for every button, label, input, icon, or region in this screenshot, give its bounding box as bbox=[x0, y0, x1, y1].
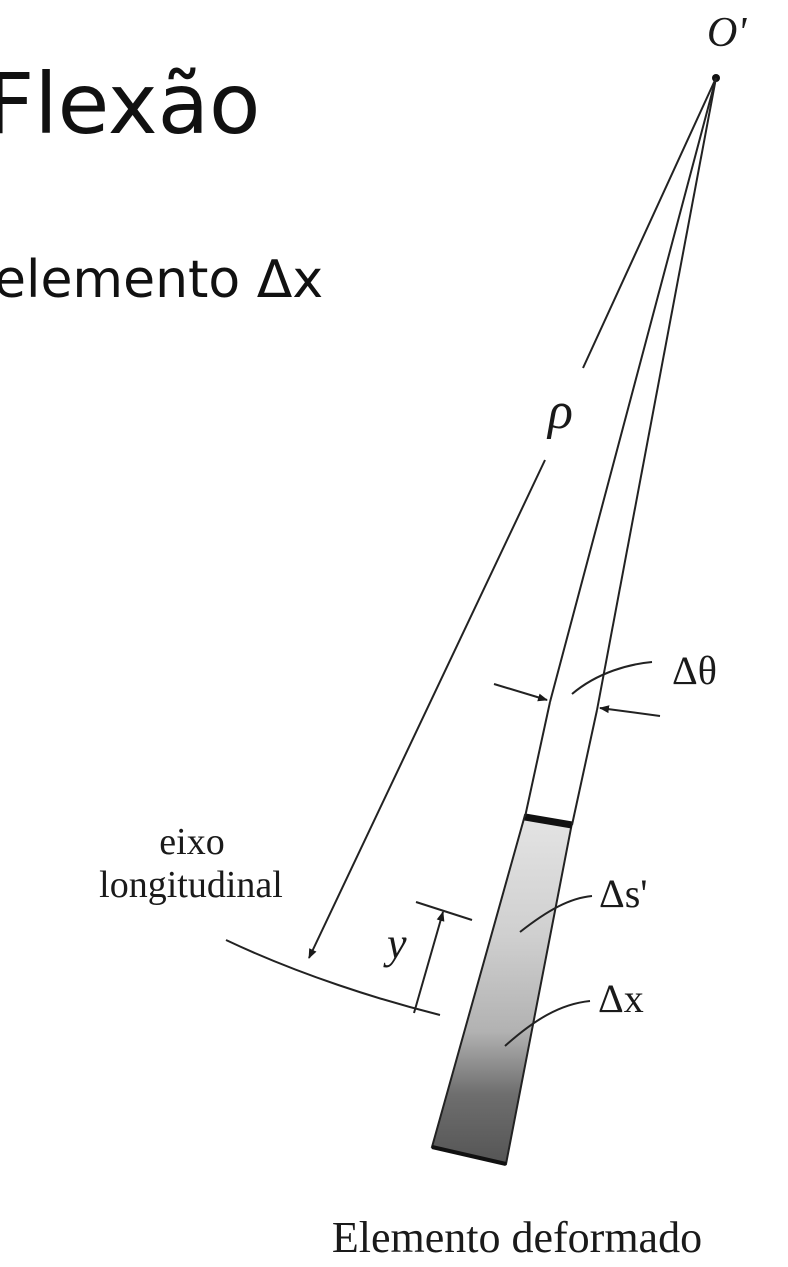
angle-arrow-left bbox=[493, 683, 548, 702]
dx-leader bbox=[504, 1000, 591, 1047]
y-dimension-arrow bbox=[413, 911, 445, 1014]
axis-label-line2: longitudinal bbox=[99, 864, 283, 906]
angle-arrow-right bbox=[599, 705, 661, 717]
angle-label: Δθ bbox=[672, 648, 717, 693]
longitudinal-axis-arc bbox=[225, 939, 441, 1016]
element-left-connector bbox=[524, 701, 551, 818]
slide-title: Flexão bbox=[0, 55, 261, 153]
slide-subtitle: elemento Δx bbox=[0, 250, 324, 310]
radius-label: ρ bbox=[546, 383, 573, 440]
element-bottom-edge bbox=[431, 1145, 507, 1166]
element-left-side-line bbox=[549, 77, 717, 703]
y-dimension-tick bbox=[415, 901, 473, 921]
radius-line-lower bbox=[308, 459, 546, 959]
radius-line-upper bbox=[582, 77, 717, 369]
deformed-element-shading bbox=[430, 813, 574, 1166]
axis-label-line1: eixo bbox=[159, 821, 224, 863]
figure-caption: Elemento deformado bbox=[332, 1213, 702, 1262]
deformed-length-label: Δs' bbox=[599, 871, 648, 916]
element-top-edge bbox=[524, 813, 573, 829]
center-point-label: O' bbox=[707, 10, 747, 56]
distance-label: y bbox=[383, 919, 407, 968]
angle-leader bbox=[571, 661, 653, 695]
element-right-side-line bbox=[596, 77, 717, 711]
element-right-connector bbox=[571, 709, 598, 826]
ds-leader bbox=[519, 895, 593, 933]
original-length-label: Δx bbox=[598, 976, 644, 1021]
